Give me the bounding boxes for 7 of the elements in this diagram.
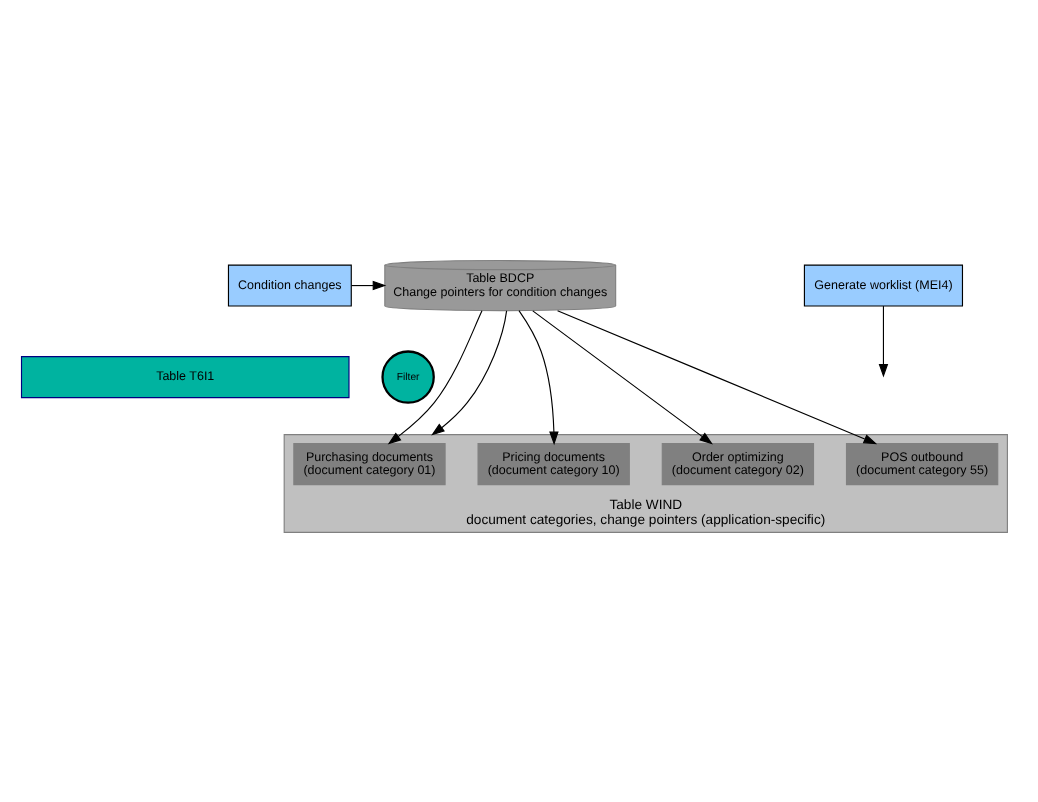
arrow bbox=[557, 310, 878, 445]
arrow bbox=[518, 310, 559, 446]
arrow bbox=[532, 310, 713, 445]
arrow bbox=[350, 280, 387, 291]
arrow bbox=[878, 305, 889, 378]
arrow bbox=[431, 310, 508, 436]
arrow bbox=[387, 310, 483, 445]
